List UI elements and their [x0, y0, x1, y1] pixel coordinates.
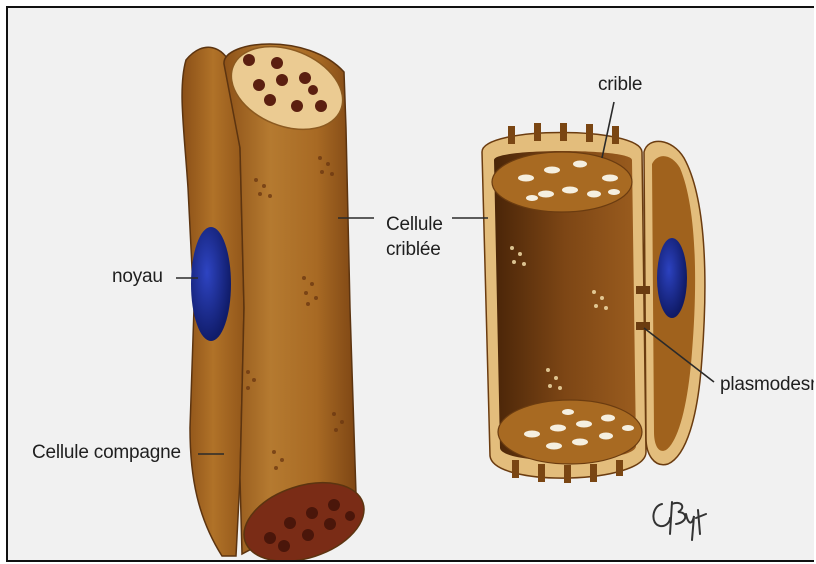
right-companion-cell [636, 141, 705, 464]
label-cellule-criblee-line1: Cellule [386, 214, 443, 236]
diagram-frame: noyau Cellule compagne Cellule criblée c… [6, 6, 814, 562]
left-nucleus [191, 227, 231, 341]
right-sieve-tube [482, 123, 646, 483]
right-nucleus [657, 238, 687, 318]
plasmodesma-connection [636, 286, 650, 294]
plasmodesma-connection [636, 322, 650, 330]
artist-signature [648, 494, 718, 550]
right-top-sieve-plate [492, 152, 632, 212]
label-plasmodesmes: plasmodesmes [720, 374, 814, 396]
label-crible: crible [598, 74, 642, 96]
label-cellule-criblee-line2: criblée [386, 239, 441, 261]
label-noyau: noyau [112, 266, 163, 288]
label-cellule-compagne: Cellule compagne [32, 442, 181, 464]
